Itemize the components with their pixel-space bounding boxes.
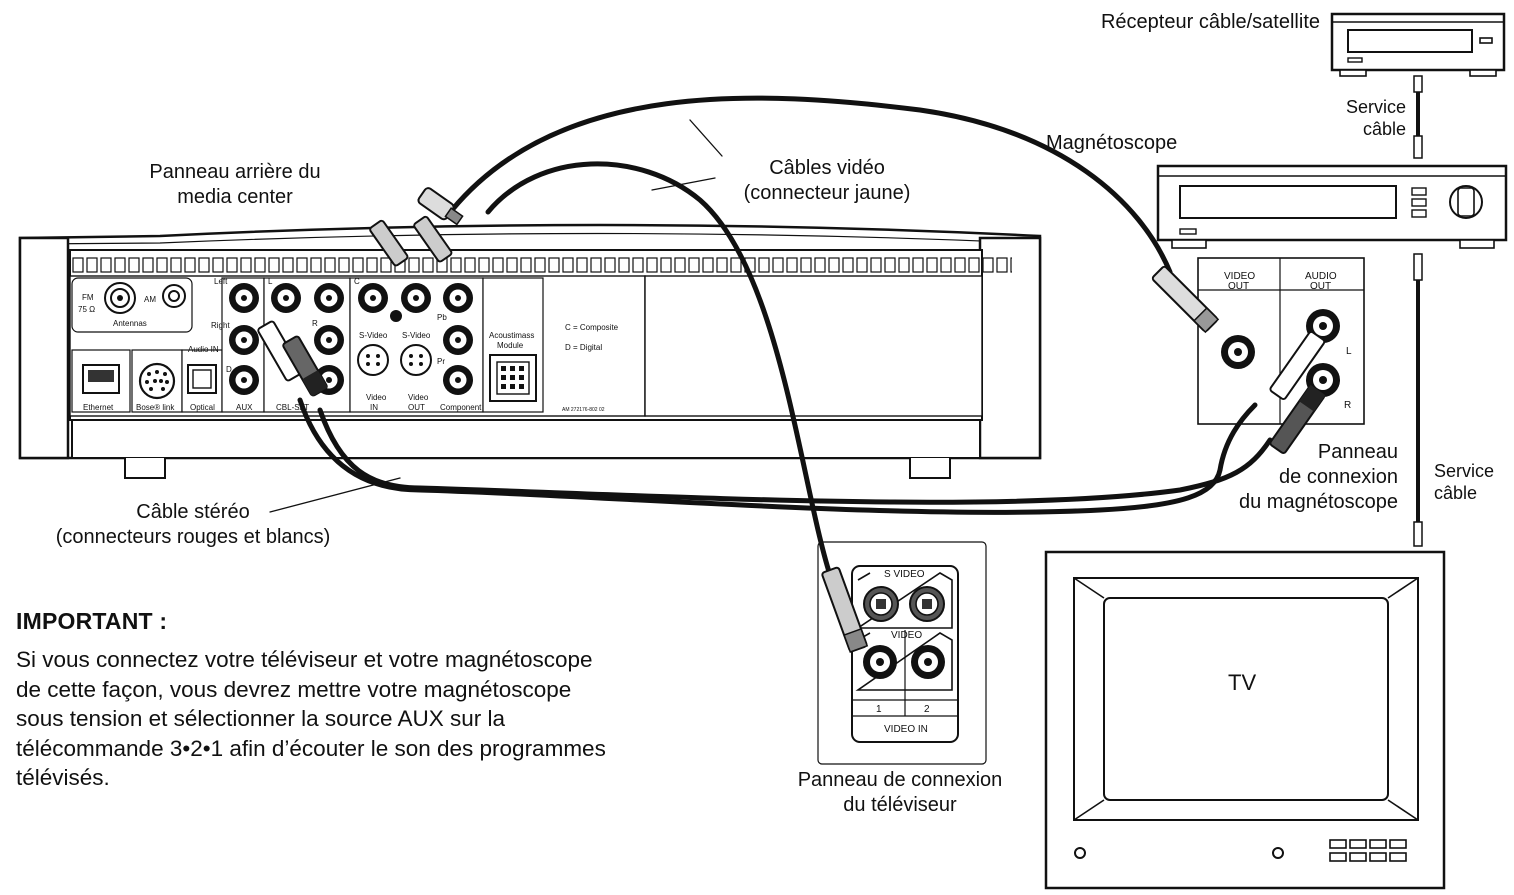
ethernet-label: Ethernet xyxy=(83,403,114,412)
fm-ohm-label: 75 Ω xyxy=(78,305,95,314)
vcr-audio-out-label-1: AUDIO xyxy=(1305,271,1337,282)
vcr-panel-label: Panneau de connexion du magnétoscope xyxy=(1238,441,1398,513)
tv-svideo-label: S VIDEO xyxy=(884,569,925,580)
vcr-video-out-label-1: VIDEO xyxy=(1224,271,1255,282)
tv-input-2: 2 xyxy=(924,704,930,715)
video-out-label-1: Video xyxy=(408,393,429,402)
vcr-unit xyxy=(1156,164,1508,249)
tv-connection-panel: S VIDEO VIDEO 1 2 VIDEO IN xyxy=(817,541,987,765)
svideo-out-label: S-Video xyxy=(402,331,431,340)
r-label: R xyxy=(312,319,318,328)
part-number: AM 272176-802 02 xyxy=(562,407,605,413)
video-in-label-1: Video xyxy=(366,393,387,402)
video-in-label-2: IN xyxy=(370,403,378,412)
audio-in-label: Audio IN xyxy=(188,345,219,354)
boselink-label: Bose® link xyxy=(136,403,175,412)
cable-service-right-label: Service câble xyxy=(1434,461,1495,503)
receiver-label: Récepteur câble/satellite xyxy=(1100,11,1320,33)
d-label: D xyxy=(226,365,232,374)
legend-d: D = Digital xyxy=(565,343,602,352)
acoustimass-label-2: Module xyxy=(497,341,524,350)
acoustimass-label-1: Acoustimass xyxy=(489,331,534,340)
vcr-video-out-label-2: OUT xyxy=(1228,281,1249,292)
stereo-cable-label: Câble stéréo (connecteurs rouges et blan… xyxy=(55,501,331,548)
vcr-r-label: R xyxy=(1344,400,1351,411)
cable-plugs xyxy=(257,187,1326,653)
fm-label: FM xyxy=(82,293,94,302)
tv-video-in-label: VIDEO IN xyxy=(884,724,928,735)
right-label: Right xyxy=(211,321,230,330)
cbl-sat-label: CBL-SAT xyxy=(276,403,309,412)
coax-cable-right xyxy=(1413,253,1423,547)
vcr-label: Magnétoscope xyxy=(1046,132,1178,154)
component-label: Component xyxy=(440,403,482,412)
legend-c: C = Composite xyxy=(565,323,619,332)
pr-label: Pr xyxy=(437,357,445,366)
aux-label: AUX xyxy=(236,403,253,412)
important-body: Si vous connectez votre téléviseur et vo… xyxy=(16,647,606,790)
optical-label: Optical xyxy=(190,403,215,412)
l-label: L xyxy=(268,277,273,286)
cable-service-top-label: Service câble xyxy=(1345,97,1406,139)
video-cables-label: Câbles vidéo (connecteur jaune) xyxy=(743,157,911,204)
television: TV xyxy=(1044,550,1446,890)
antennas-label: Antennas xyxy=(113,319,147,328)
pb-label: Pb xyxy=(437,313,447,322)
coax-cable-top xyxy=(1413,75,1423,159)
tv-screen-label: TV xyxy=(1228,670,1256,695)
am-label: AM xyxy=(144,295,156,304)
c-label: C xyxy=(354,277,360,286)
cable-satellite-receiver xyxy=(1330,12,1506,77)
cables xyxy=(269,95,1273,578)
tv-video-label: VIDEO xyxy=(891,630,922,641)
tv-panel-label: Panneau de connexion du téléviseur xyxy=(797,769,1003,816)
svideo-in-label: S-Video xyxy=(359,331,388,340)
vcr-l-label: L xyxy=(1346,346,1352,357)
media-center-rear-panel: FM 75 Ω AM Antennas Left Right Audio IN … xyxy=(18,223,1042,479)
vcr-audio-out-label-2: OUT xyxy=(1310,281,1331,292)
tv-input-1: 1 xyxy=(876,704,882,715)
left-label: Left xyxy=(214,277,228,286)
video-out-label-2: OUT xyxy=(408,403,425,412)
media-center-label: Panneau arrière du media center xyxy=(149,161,321,208)
important-title: IMPORTANT : xyxy=(16,608,168,634)
